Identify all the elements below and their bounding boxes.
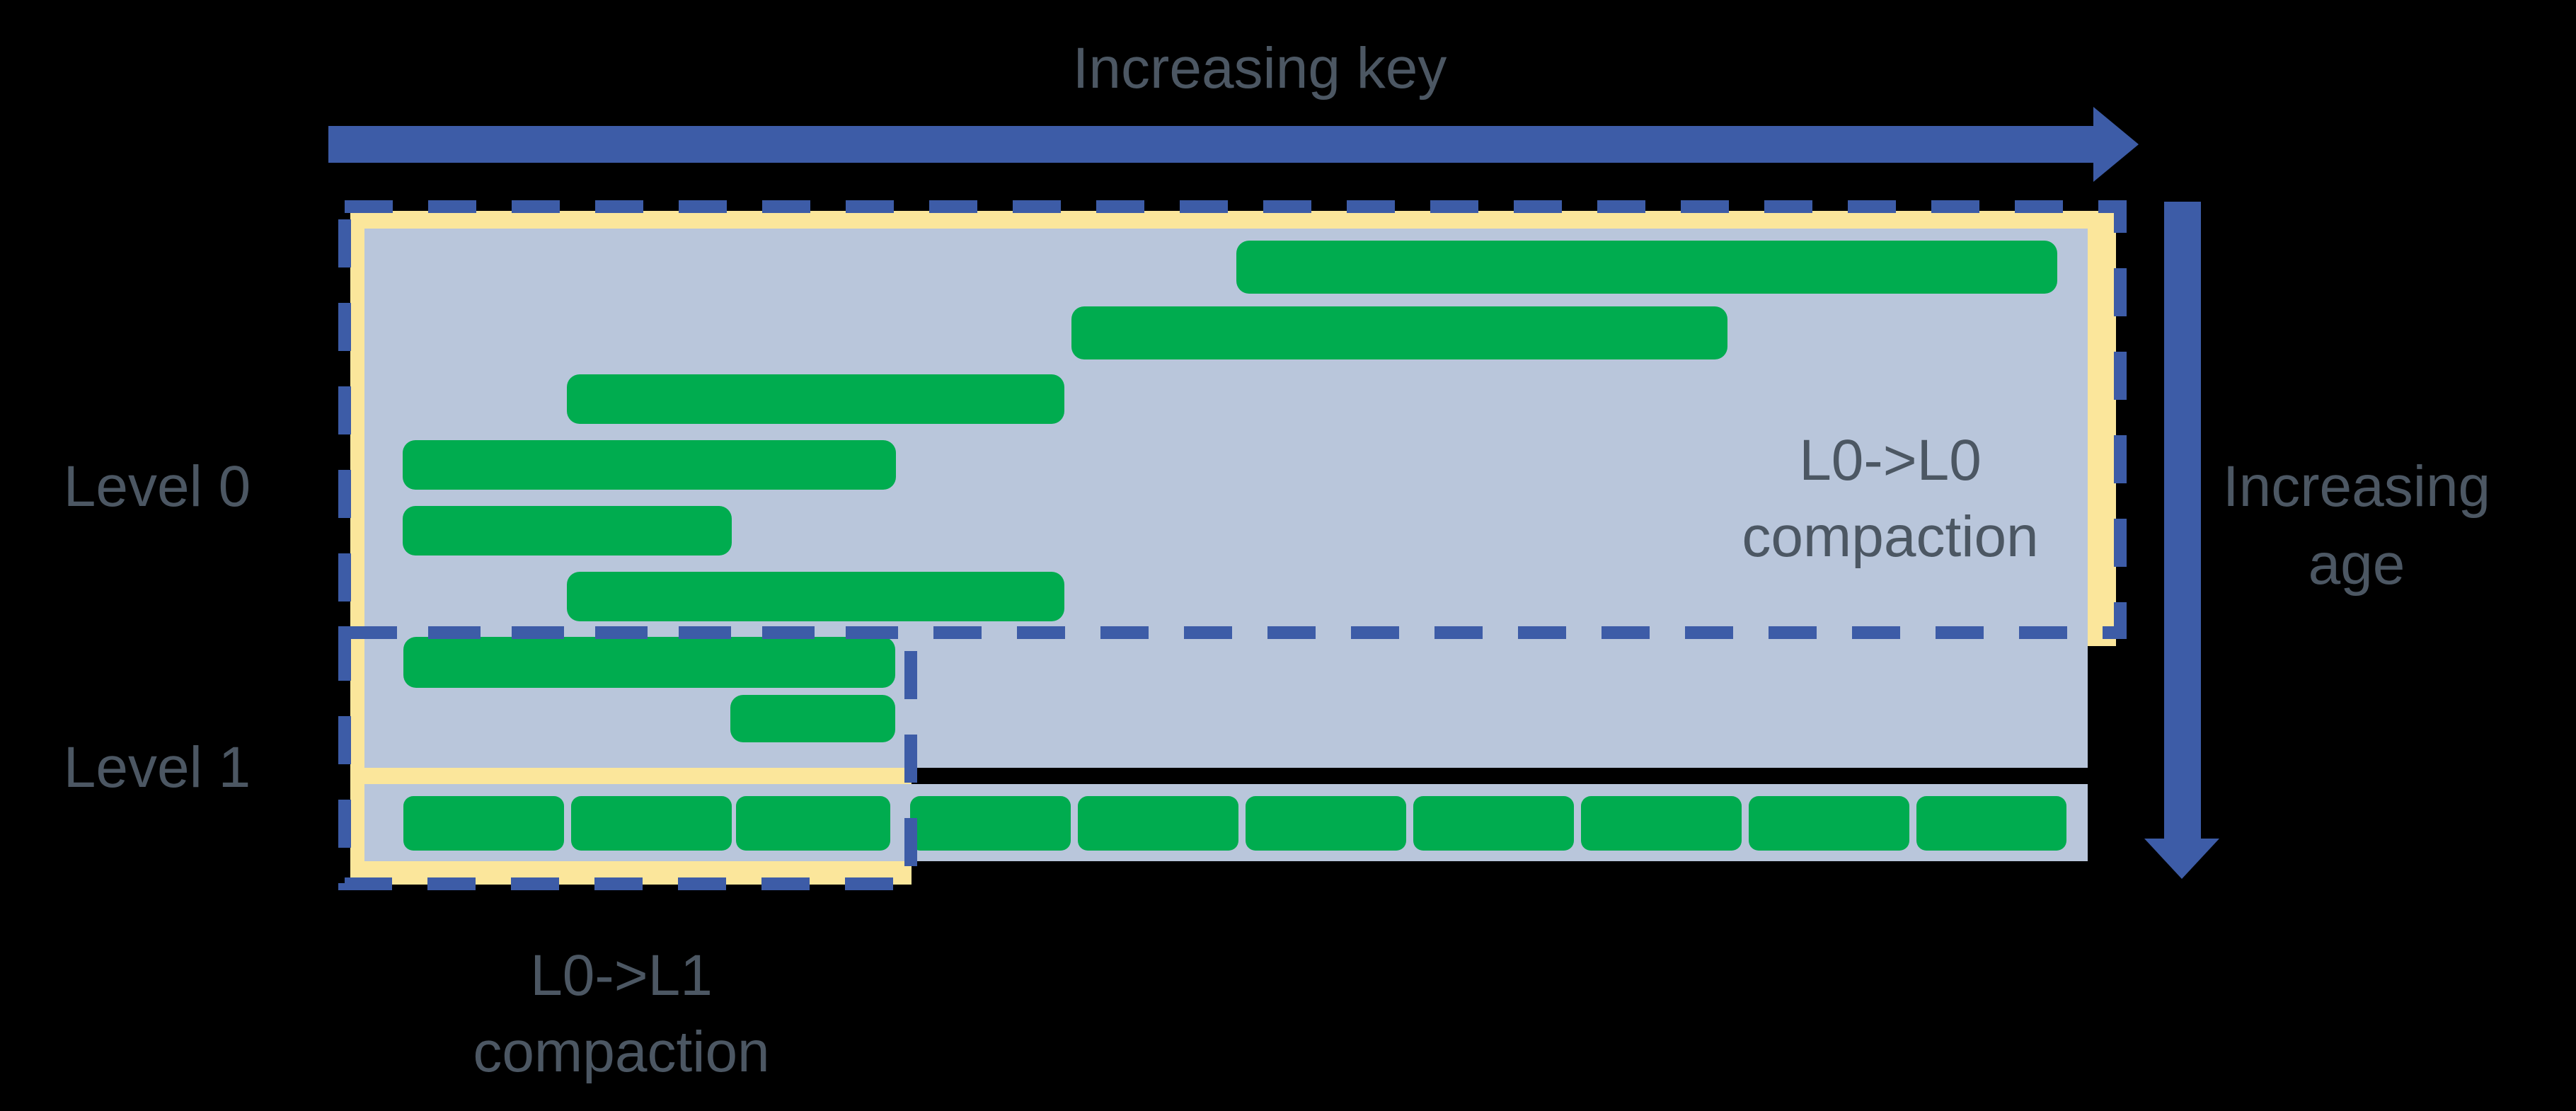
l0-l0-compaction-line2: compaction xyxy=(1742,505,2039,569)
level1-sstable-segment xyxy=(1916,796,2066,851)
l0-l1-compaction-label: L0->L1 compaction xyxy=(473,938,769,1090)
level1-sstable-segment xyxy=(1581,796,1742,851)
increasing-age-line1: Increasing xyxy=(2222,454,2491,519)
increasing-key-label: Increasing key xyxy=(1072,36,1447,100)
sstable-bar xyxy=(403,506,732,556)
level1-sstable-segment xyxy=(571,796,732,851)
sstable-bar xyxy=(730,695,895,742)
level1-sstable-segment xyxy=(1078,796,1238,851)
l0-l1-compaction-outline xyxy=(338,626,917,890)
l0-l1-compaction-line2: compaction xyxy=(473,1020,770,1084)
level1-sstable-segment xyxy=(1413,796,1574,851)
l0-l0-compaction-line1: L0->L0 xyxy=(1799,428,1982,493)
level1-sstable-segment xyxy=(1246,796,1406,851)
level1-sstable-segment xyxy=(1749,796,1909,851)
increasing-age-label: Increasing age xyxy=(2223,448,2490,604)
sstable-bar xyxy=(567,374,1064,424)
increasing-age-arrow xyxy=(2144,202,2219,879)
sstable-bar xyxy=(1071,306,1727,359)
l0-l0-compaction-outline xyxy=(338,200,2127,639)
level1-sstable-segment xyxy=(910,796,1071,851)
l0-l0-compaction-label: L0->L0 compaction xyxy=(1742,422,2038,575)
sstable-bar xyxy=(403,440,896,490)
increasing-age-line2: age xyxy=(2308,532,2405,597)
level1-sstable-segment xyxy=(736,796,890,851)
sstable-bar xyxy=(567,572,1064,621)
increasing-key-arrow xyxy=(328,107,2139,182)
level0-label: Level 0 xyxy=(63,454,251,519)
l0-l1-compaction-line1: L0->L1 xyxy=(530,943,713,1008)
sstable-bar xyxy=(403,637,895,688)
sstable-bar xyxy=(1236,241,2057,294)
level1-sstable-segment xyxy=(403,796,564,851)
level1-label: Level 1 xyxy=(63,735,251,800)
